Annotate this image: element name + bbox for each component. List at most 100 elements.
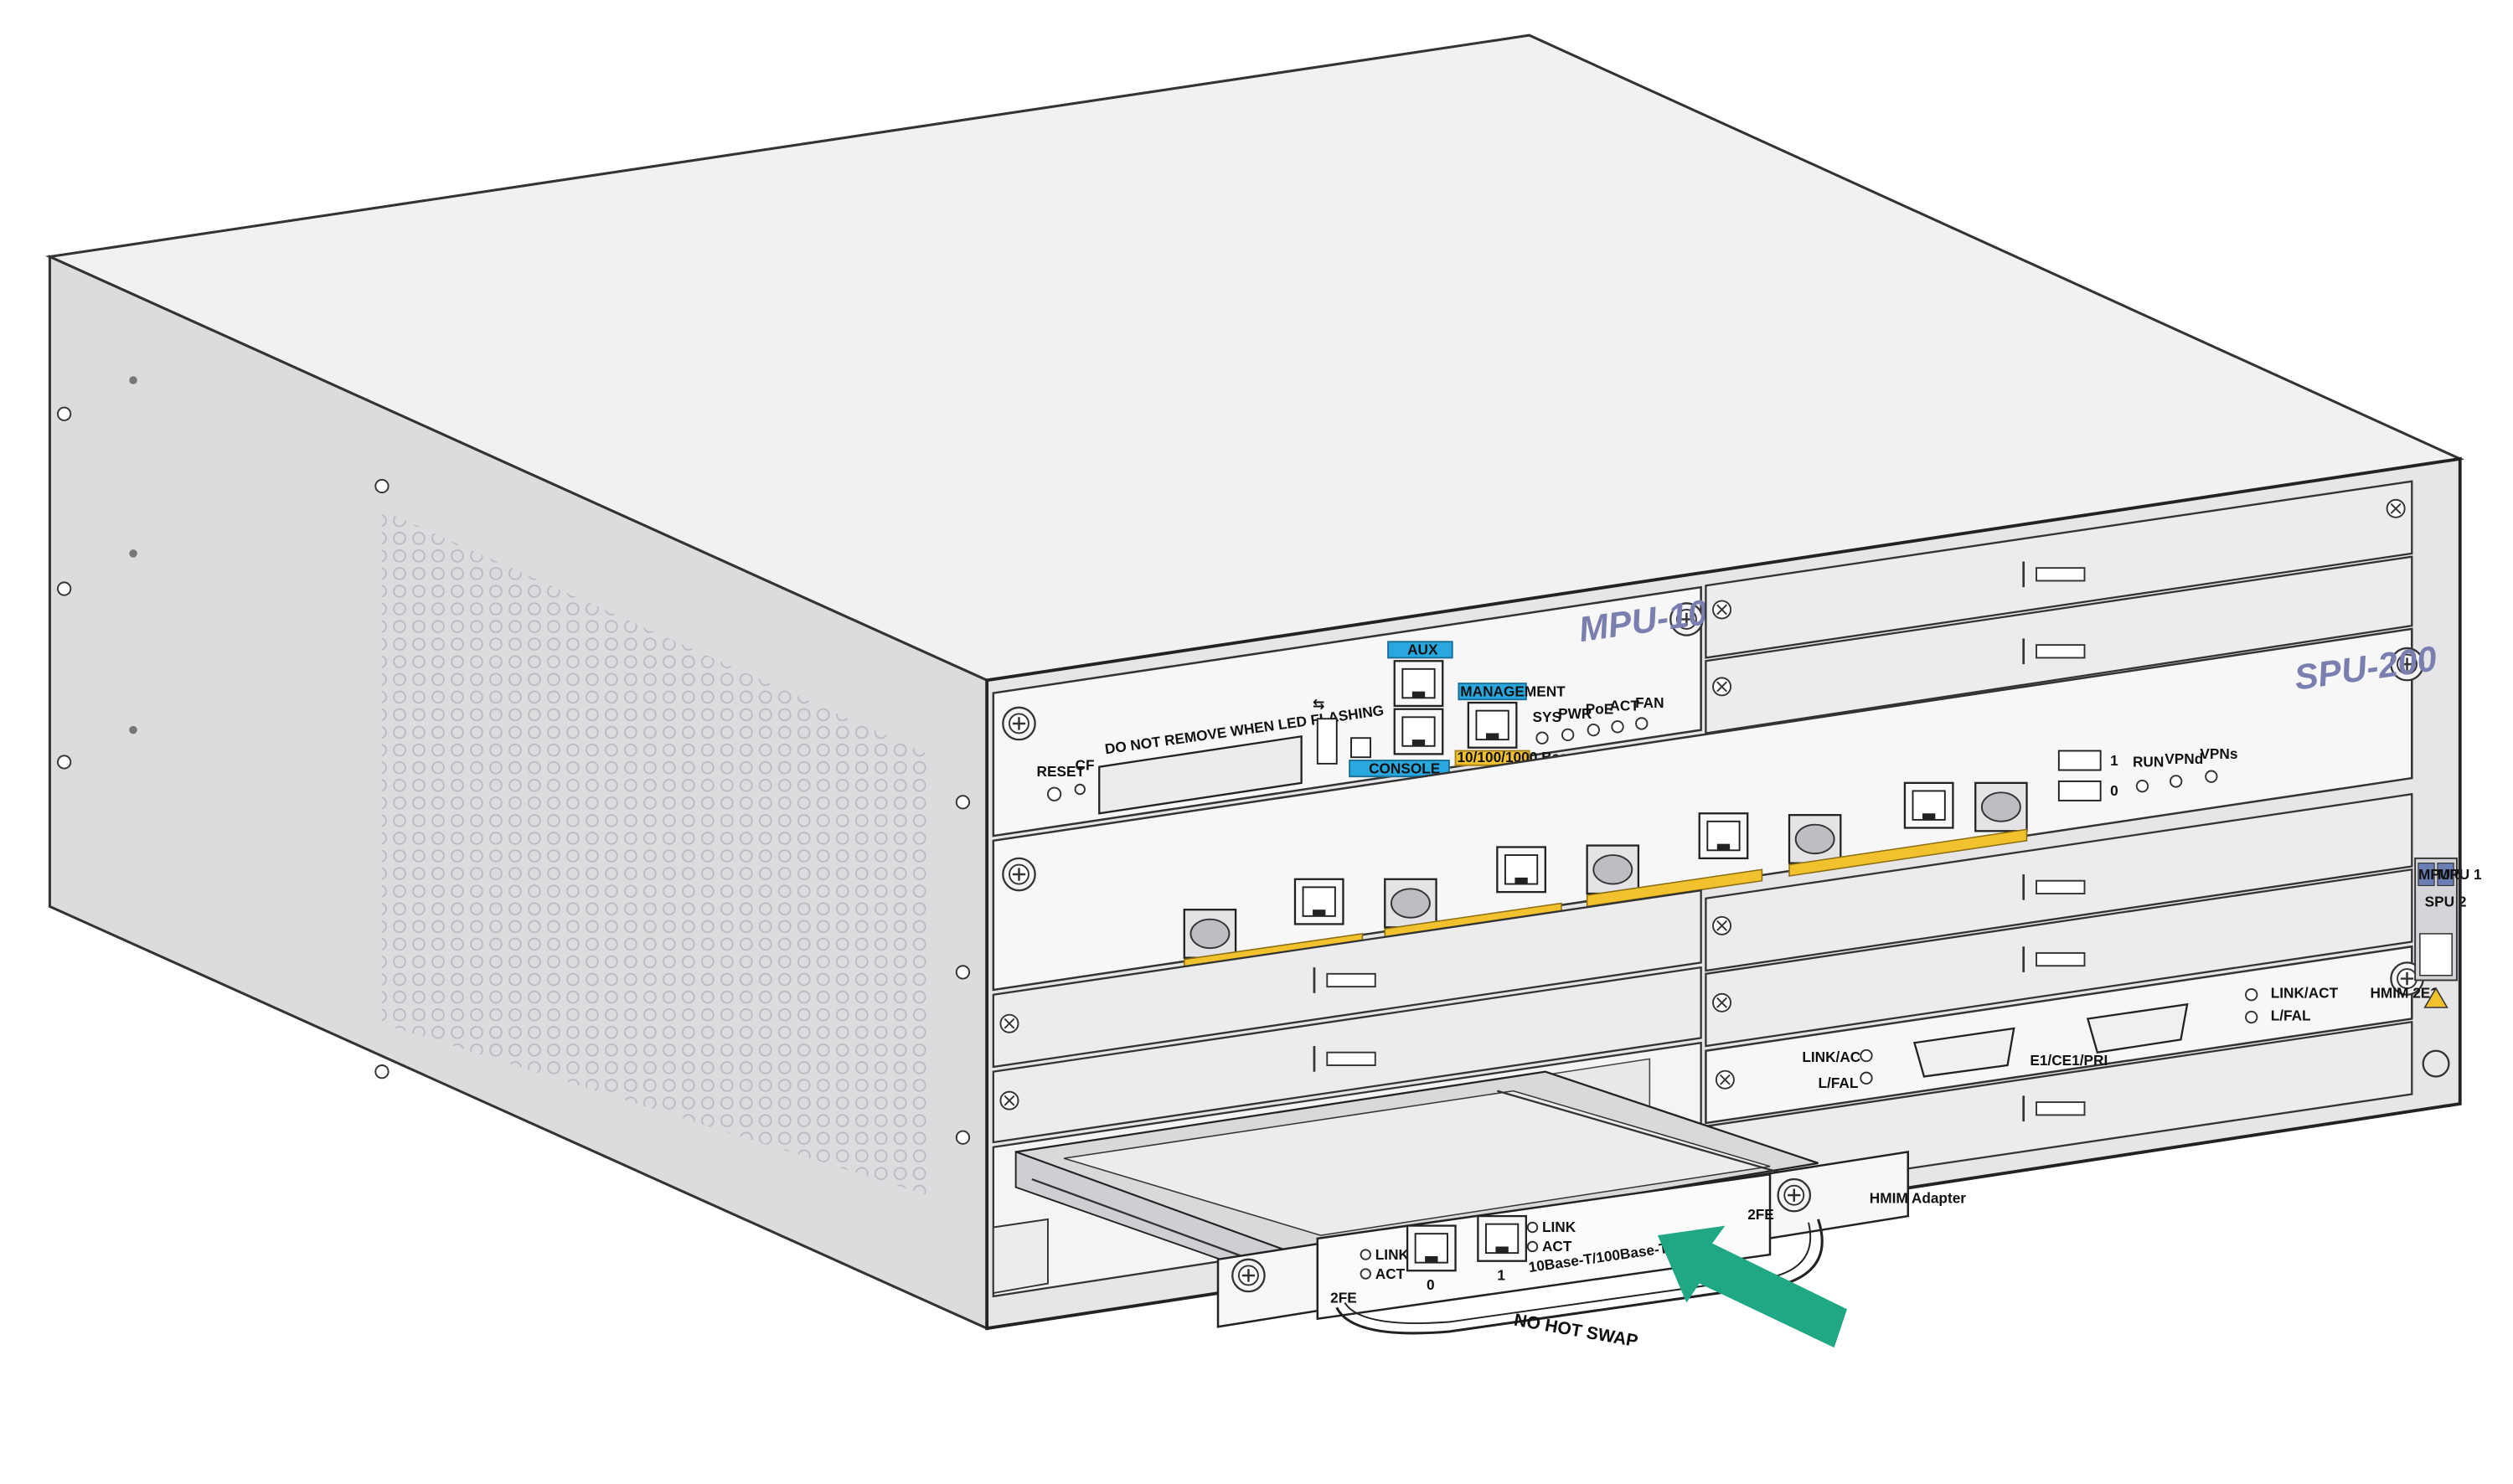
spu-led-group: RUN VPNd VPNs (2133, 745, 2237, 793)
ge-port[interactable] (1903, 781, 1954, 829)
ge-port[interactable] (1698, 812, 1749, 860)
led-label-poe: PoE (1586, 700, 1614, 717)
management-port[interactable] (1467, 701, 1518, 749)
fe-port-1[interactable] (1477, 1214, 1527, 1262)
led-label-vpnd: VPNd (2165, 750, 2203, 767)
side-label-spu2: SPU 2 (2425, 893, 2467, 909)
hmim-led-right-1: L/FAL (2271, 1007, 2311, 1023)
led-label-act: ACT (1609, 698, 1639, 714)
blank-slot-r4 (1705, 868, 2413, 1048)
ge-port[interactable] (1496, 846, 1546, 894)
hmim-led-left-1: L/FAL (1818, 1074, 1858, 1091)
cf-led (1074, 783, 1086, 796)
adapter-screw-right[interactable] (1777, 1177, 1812, 1213)
card-led-act-2 (1526, 1240, 1539, 1253)
led-pwr (1561, 728, 1575, 742)
ventilation-grille (381, 510, 928, 1196)
led-sys (1535, 731, 1549, 745)
reset-button[interactable] (1047, 786, 1062, 801)
hmim-name: HMIM 2E1 (2370, 985, 2438, 1002)
inserting-card[interactable]: HMIM Adapter 2FE 2FE LINK ACT 0 1 LINK A… (1014, 1070, 1967, 1352)
e1-port-1[interactable] (2086, 1002, 2189, 1054)
spu-port-pair-3 (1586, 812, 1763, 908)
sfp-port[interactable] (1788, 814, 1842, 864)
management-label: MANAGEMENT (1460, 683, 1566, 699)
handle-text: NO HOT SWAP (1513, 1311, 1640, 1352)
mpu-screw-left[interactable] (1002, 706, 1036, 741)
led-label-vpns: VPNs (2200, 745, 2237, 762)
led-lfal-left (1860, 1071, 1873, 1085)
card-led-link-label-2: LINK (1542, 1219, 1576, 1235)
card-name-right: 2FE (1747, 1206, 1774, 1223)
card-led-link-label: LINK (1375, 1246, 1410, 1263)
aux-port[interactable] (1393, 660, 1444, 708)
led-fan (1635, 717, 1649, 730)
card-handle[interactable] (1335, 1219, 1824, 1335)
fe-card-plate (1316, 1172, 1772, 1321)
led-label-sys: SYS (1532, 709, 1561, 725)
led-act (1611, 720, 1624, 734)
spu-usb-port-1[interactable] (2057, 750, 2102, 771)
side-label-mpu0: MPU 0 (2418, 866, 2463, 883)
hmim-led-left-0: LINK/ACT (1802, 1049, 1870, 1065)
e1-port-0[interactable] (1912, 1027, 2015, 1078)
adapter-label: HMIM Adapter (1870, 1190, 1967, 1207)
cf-slot[interactable] (1098, 734, 1303, 815)
spu-usb-port-0[interactable] (2057, 780, 2102, 801)
usb-icon: ⇆ (1313, 696, 1324, 713)
fe-port-0[interactable] (1406, 1224, 1457, 1272)
mpu-led-group: SYS PWR PoE ACT FAN (1532, 694, 1664, 745)
console-label: CONSOLE (1369, 760, 1440, 776)
led-label-pwr: PWR (1558, 705, 1592, 722)
card-led-link-2 (1526, 1221, 1539, 1234)
spu-port-pair-4 (1788, 781, 2028, 877)
blank-slot-l2 (992, 966, 1702, 1144)
sfp-port[interactable] (1974, 781, 2028, 832)
e1-port-type: E1/CE1/PRI (2030, 1052, 2108, 1069)
blank-slot-r1 (1705, 480, 2413, 659)
led-lfal-right (2245, 1010, 2258, 1024)
side-status-panel: MPU 0 MPU 1 SPU 2 (2414, 857, 2482, 1078)
aux-label: AUX (1407, 642, 1438, 658)
led-vpns (2205, 770, 2218, 783)
led-vpnd (2170, 775, 2183, 788)
spu-usb-label-0: 0 (2110, 782, 2118, 799)
ge-port[interactable] (1293, 878, 1344, 925)
led-run (2135, 780, 2149, 793)
blank-slot-r2 (1705, 555, 2413, 734)
aux-label-band (1387, 641, 1453, 659)
led-label-run: RUN (2133, 754, 2164, 770)
card-led-act-label: ACT (1375, 1265, 1406, 1282)
spu-usb-label-1: 1 (2110, 752, 2118, 769)
led-label-fan: FAN (1635, 694, 1664, 711)
console-label-band (1349, 760, 1450, 778)
console-port[interactable] (1393, 708, 1444, 755)
blank-slot-l1 (992, 889, 1702, 1069)
mpu-module: MPU-100 RESET CF DO NOT REMOVE WHEN LED … (992, 585, 1730, 837)
fe-port-0-label: 0 (1427, 1276, 1435, 1293)
blank-slot-r3 (1705, 792, 2413, 972)
mpu-cf-label: CF (1076, 757, 1095, 774)
mpu-usb-port[interactable] (1316, 718, 1338, 765)
warning-icon (2423, 987, 2448, 1008)
card-name-left: 2FE (1330, 1290, 1357, 1306)
sfp-port[interactable] (1586, 844, 1640, 895)
ground-screw-icon (2422, 1049, 2450, 1078)
hmim-2e1-module: LINK/ACT L/FAL 0 E1/CE1/PRI 1 LINK/ACT L… (1705, 945, 2438, 1125)
mgmt-label-band (1458, 683, 1527, 701)
spu-screw-left[interactable] (1002, 857, 1036, 892)
card-led-link (1360, 1249, 1371, 1260)
adapter-screw-left[interactable] (1231, 1258, 1266, 1293)
led-link-act-left (1860, 1049, 1873, 1063)
side-screws (57, 376, 971, 1145)
sfp-port[interactable] (1183, 909, 1237, 959)
led-poe (1587, 723, 1600, 737)
card-led-act (1360, 1268, 1371, 1280)
mini-usb-port[interactable] (1350, 737, 1371, 759)
mpu-reset-label: RESET (1037, 763, 1086, 780)
sfp-port[interactable] (1384, 878, 1437, 929)
card-led-act-label-2: ACT (1542, 1238, 1572, 1255)
insertion-direction-arrow (1657, 1225, 1847, 1348)
led-link-act-right (2245, 988, 2258, 1002)
